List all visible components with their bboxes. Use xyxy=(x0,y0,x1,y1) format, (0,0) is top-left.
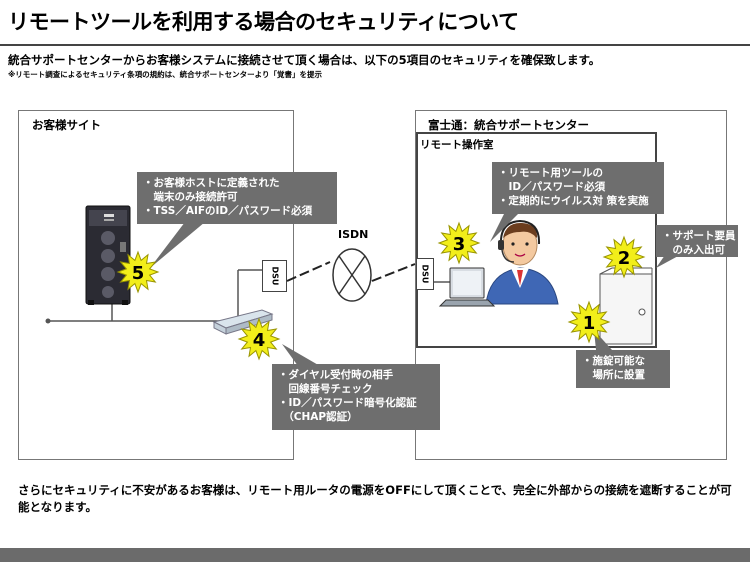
callout-3: ・リモート用ツールの ID／パスワード必須 ・定期的にウイルス対 策を実施 xyxy=(492,162,664,214)
callout-1-line: ・施錠可能な xyxy=(582,355,645,367)
title-rule xyxy=(0,44,750,46)
callout-5-pointer xyxy=(150,222,205,268)
callout-4-line: ・ダイヤル受付時の相手 xyxy=(278,369,394,381)
callout-4-line: 回線番号チェック xyxy=(278,383,373,395)
callout-4-line: ・ID／パスワード暗号化認証 xyxy=(278,397,417,409)
badge-3-number: 3 xyxy=(453,234,466,255)
isdn-link-right xyxy=(371,263,416,282)
isdn-label: ISDN xyxy=(338,228,369,241)
note-text: ※リモート調査によるセキュリティ条項の規約は、統合サポートセンターより「覚書」を… xyxy=(8,70,322,79)
footer-text: さらにセキュリティに不安があるお客様は、リモート用ルータの電源をOFFにして頂く… xyxy=(18,483,732,514)
callout-1: ・施錠可能な 場所に設置 xyxy=(576,350,670,388)
callout-5-line: ・TSS／AIFのID／パスワード必須 xyxy=(143,205,313,217)
badge-1-number: 1 xyxy=(583,313,596,334)
server-icon xyxy=(85,205,131,305)
callout-2-line: ・サポート要員 xyxy=(662,230,736,242)
customer-site-panel xyxy=(18,110,294,460)
door-icon xyxy=(599,267,653,345)
intro-text: 統合サポートセンターからお客様システムに接続させて頂く場合は、以下の5項目のセキ… xyxy=(8,53,601,67)
callout-5-line: ・お客様ホストに定義された xyxy=(143,177,280,189)
callout-5: ・お客様ホストに定義された 端末のみ接続許可 ・TSS／AIFのID／パスワード… xyxy=(137,172,337,224)
callout-4-pointer xyxy=(282,344,320,366)
laptop-icon xyxy=(438,267,496,307)
badge-3: 3 xyxy=(437,221,481,265)
badge-5: 5 xyxy=(116,250,160,294)
badge-4: 4 xyxy=(237,317,281,361)
bus-end-dot xyxy=(45,318,51,324)
center-dsu-label: DSU xyxy=(420,264,430,284)
badge-1: 1 xyxy=(567,300,611,344)
callout-3-pointer xyxy=(490,212,520,242)
badge-5-number: 5 xyxy=(132,263,145,284)
page-title: リモートツールを利用する場合のセキュリティについて xyxy=(8,10,519,34)
bottom-bar xyxy=(0,548,750,562)
badge-2: 2 xyxy=(602,235,646,279)
operator-icon xyxy=(485,219,559,305)
callout-4-line: （CHAP認証） xyxy=(278,411,358,423)
callout-1-line: 場所に設置 xyxy=(582,369,645,381)
support-center-label: 富士通：統合サポートセンター xyxy=(428,118,589,132)
customer-dsu-label: DSU xyxy=(270,266,279,286)
customer-dsu: DSU xyxy=(262,260,287,292)
callout-4: ・ダイヤル受付時の相手 回線番号チェック ・ID／パスワード暗号化認証 （CHA… xyxy=(272,364,440,430)
callout-3-line: ・リモート用ツールの xyxy=(498,167,603,179)
callout-2: ・サポート要員 のみ入出可 xyxy=(656,225,738,257)
remote-room-label: リモート操作室 xyxy=(420,139,494,151)
customer-site-label: お客様サイト xyxy=(32,118,101,132)
badge-2-number: 2 xyxy=(618,248,631,269)
callout-2-line: のみ入出可 xyxy=(662,244,725,256)
callout-3-line: ID／パスワード必須 xyxy=(498,181,606,193)
callout-2-pointer xyxy=(656,255,680,268)
center-dsu: DSU xyxy=(416,258,434,290)
isdn-link-left xyxy=(286,261,331,282)
callout-3-line: ・定期的にウイルス対 策を実施 xyxy=(498,195,649,207)
callout-5-line: 端末のみ接続許可 xyxy=(143,191,238,203)
badge-4-number: 4 xyxy=(253,330,266,351)
